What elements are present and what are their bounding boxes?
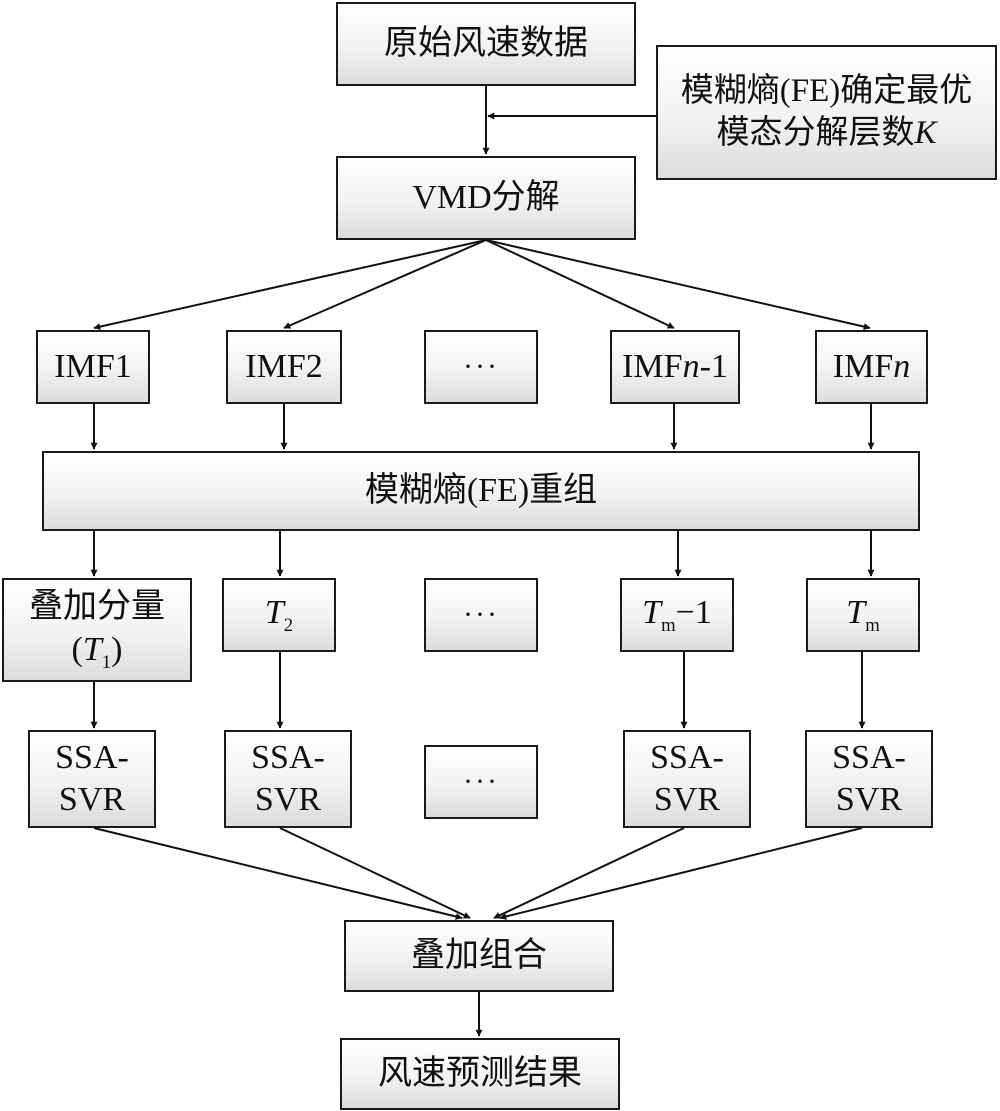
fe-optimal-k-var: K bbox=[914, 114, 937, 151]
imf1-box: IMF1 bbox=[36, 330, 150, 404]
ssa-svr-4-line2: SVR bbox=[653, 781, 721, 818]
arrow-model1-to-combine bbox=[93, 827, 463, 920]
t1-sub: 1 bbox=[101, 651, 112, 673]
raw-wind-speed-box: 原始风速数据 bbox=[336, 2, 636, 86]
arrow-vmd-to-imf2 bbox=[283, 239, 487, 329]
tm-sub: m bbox=[865, 615, 880, 637]
imfn-prefix: IMF bbox=[832, 347, 894, 385]
imfn1-var: n bbox=[682, 347, 700, 385]
vmd-decomposition-box: VMD分解 bbox=[336, 156, 636, 240]
fe-optimal-line2-text: 模态分解层数 bbox=[716, 114, 915, 151]
ssa-svr-4-line1: SSA- bbox=[650, 738, 724, 776]
ssa-svr-box-1: SSA- SVR bbox=[28, 730, 156, 828]
fe-optimal-k-box: 模糊熵(FE)确定最优 模态分解层数K bbox=[656, 45, 997, 180]
t1-close: ) bbox=[111, 630, 123, 668]
component-t1-box: 叠加分量 (T1) bbox=[2, 578, 192, 682]
raw-wind-speed-label: 原始风速数据 bbox=[384, 24, 588, 62]
combine-label: 叠加组合 bbox=[411, 936, 547, 974]
component-t2-box: T2 bbox=[222, 578, 336, 652]
arrow-vmd-to-imfn1 bbox=[485, 239, 675, 329]
tm1-suffix: −1 bbox=[675, 594, 712, 632]
ssa-svr-1-line1: SSA- bbox=[55, 738, 129, 776]
vmd-label: VMD分解 bbox=[412, 178, 560, 216]
imf-n-label: IMFn bbox=[833, 346, 910, 389]
fe-regroup-label: 模糊熵(FE)重组 bbox=[364, 471, 598, 509]
ssa-svr-5-line1: SSA- bbox=[832, 738, 906, 776]
tm-var: T bbox=[846, 594, 866, 632]
result-label: 风速预测结果 bbox=[378, 1054, 582, 1092]
ssa-svr-box-5: SSA- SVR bbox=[805, 730, 933, 828]
ssa-svr-2-line1: SSA- bbox=[251, 738, 325, 776]
imf2-box: IMF2 bbox=[226, 330, 342, 404]
fe-regroup-box: 模糊熵(FE)重组 bbox=[42, 451, 920, 531]
arrow-model5-to-combine bbox=[499, 827, 863, 920]
superposition-combine-box: 叠加组合 bbox=[344, 920, 614, 992]
component-ellipsis-box: ··· bbox=[424, 578, 538, 652]
fe-optimal-line2: 模态分解层数K bbox=[716, 113, 936, 154]
imf1-label: IMF1 bbox=[54, 347, 132, 385]
imfn1-suffix: -1 bbox=[699, 347, 728, 385]
t1-line2: (T1) bbox=[72, 629, 123, 674]
arrow-vmd-to-imf1 bbox=[93, 239, 487, 331]
arrow-model2-to-combine bbox=[279, 827, 471, 919]
arrow-model4-to-combine bbox=[493, 827, 685, 919]
component-tm-minus-1-box: Tm−1 bbox=[620, 578, 734, 652]
component-ellipsis: ··· bbox=[463, 598, 499, 632]
t1-var: T bbox=[82, 630, 102, 668]
imf-n-minus-1-box: IMFn-1 bbox=[610, 330, 740, 404]
t1-open: ( bbox=[71, 630, 83, 668]
imf-ellipsis-box: ··· bbox=[424, 330, 538, 404]
tm1-var: T bbox=[642, 594, 662, 632]
fe-optimal-line1: 模糊熵(FE)确定最优 bbox=[680, 73, 973, 110]
ssa-svr-5-line2: SVR bbox=[835, 781, 903, 818]
imfn1-prefix: IMF bbox=[622, 347, 683, 385]
tm-label: Tm bbox=[846, 592, 879, 637]
t1-line1: 叠加分量 bbox=[29, 588, 165, 626]
forecast-result-box: 风速预测结果 bbox=[340, 1038, 620, 1110]
component-tm-box: Tm bbox=[806, 578, 920, 652]
ssa-svr-2-line2: SVR bbox=[254, 781, 322, 818]
imf-ellipsis: ··· bbox=[463, 350, 499, 384]
imf2-label: IMF2 bbox=[245, 347, 323, 385]
ssa-svr-1-line2: SVR bbox=[58, 781, 126, 818]
imf-n-box: IMFn bbox=[815, 330, 928, 404]
t2-var: T bbox=[264, 594, 284, 632]
ssa-svr-box-2: SSA- SVR bbox=[224, 730, 352, 828]
model-ellipsis: ··· bbox=[463, 765, 499, 799]
model-ellipsis-box: ··· bbox=[424, 745, 538, 819]
imfn-var: n bbox=[893, 347, 911, 385]
t2-sub: 2 bbox=[283, 615, 294, 637]
ssa-svr-box-4: SSA- SVR bbox=[623, 730, 751, 828]
tm1-sub: m bbox=[661, 615, 676, 637]
tm1-label: Tm−1 bbox=[642, 592, 712, 637]
t2-label: T2 bbox=[265, 592, 293, 637]
arrow-vmd-to-imfn bbox=[485, 239, 871, 331]
imf-n-minus-1-label: IMFn-1 bbox=[622, 346, 728, 389]
